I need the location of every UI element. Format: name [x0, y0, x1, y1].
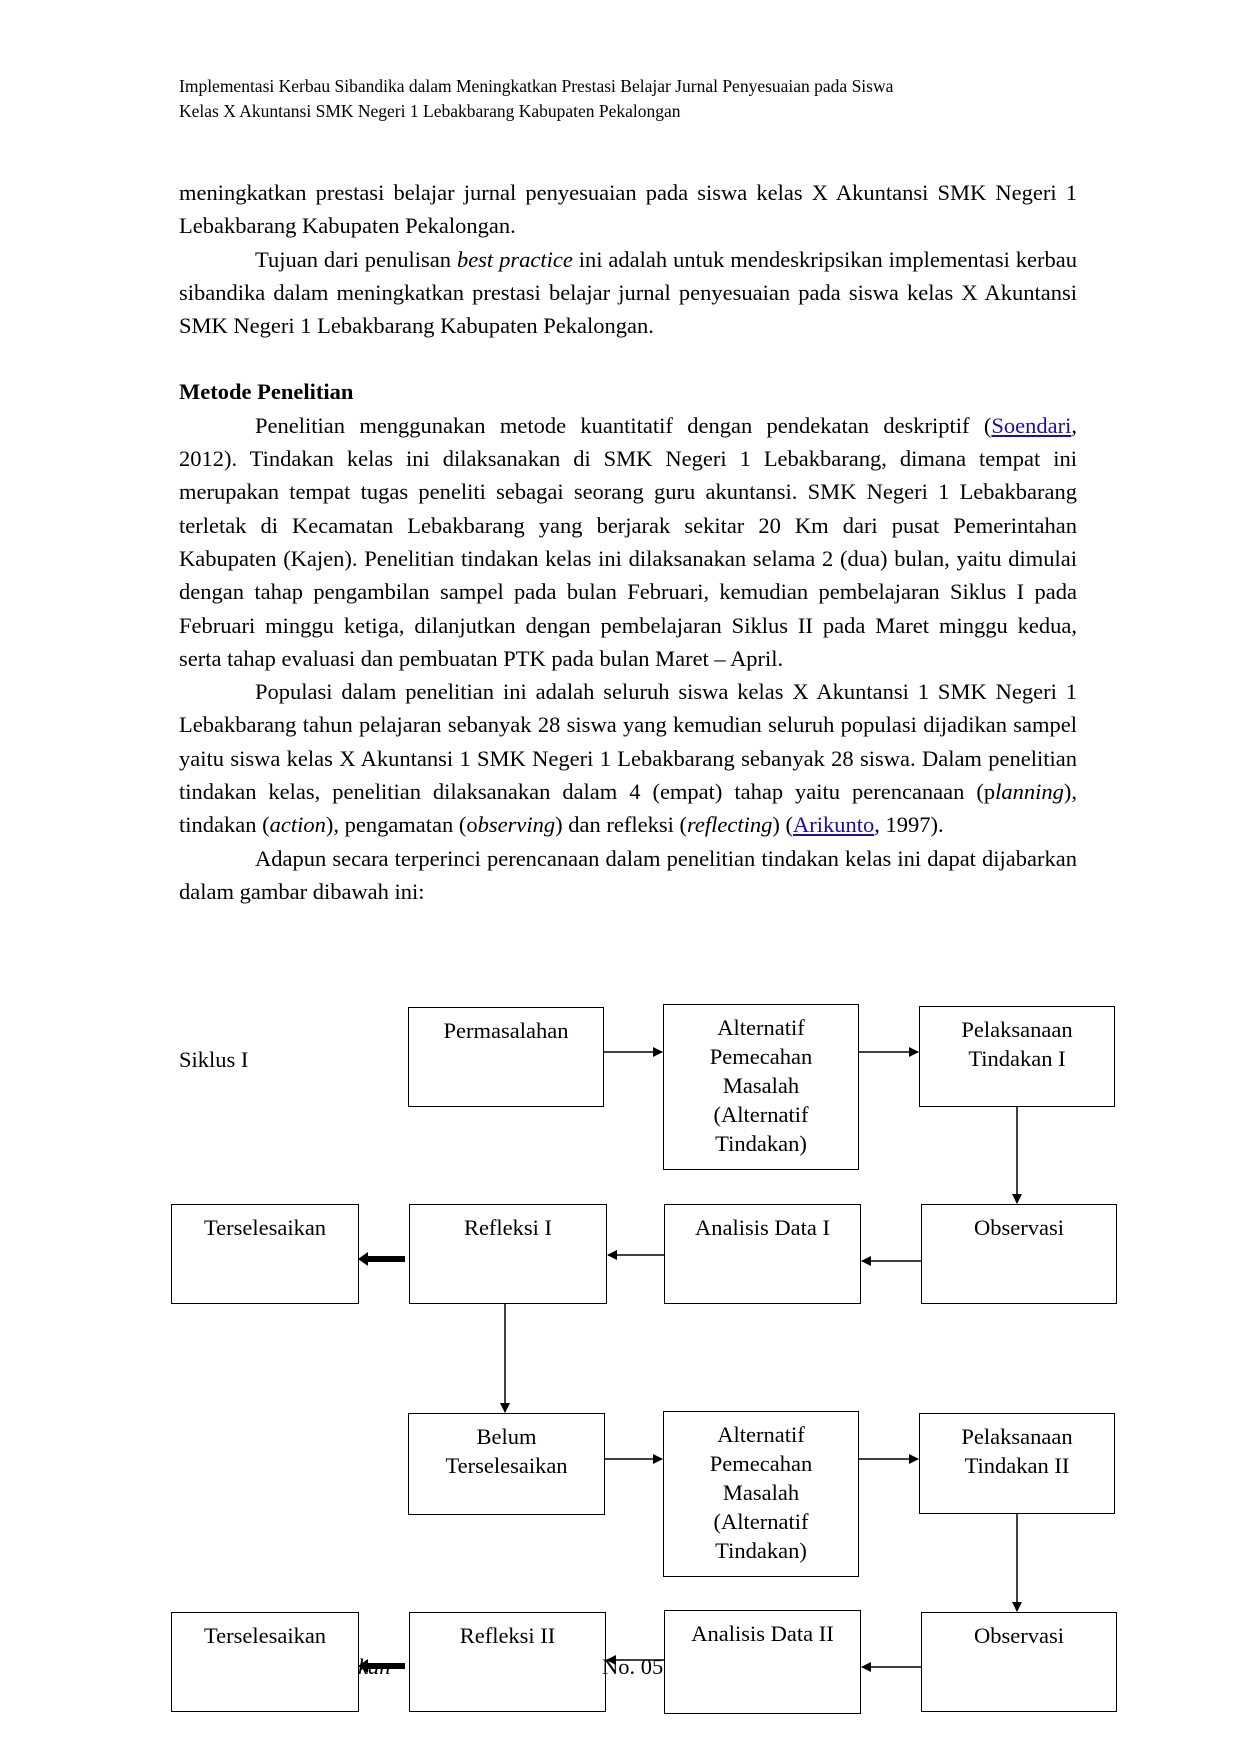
section-title: Metode Penelitian — [179, 379, 354, 405]
box-refleksi-2: Refleksi II — [409, 1612, 606, 1712]
box-pelaksanaan-2: Pelaksanaan Tindakan II — [919, 1413, 1115, 1514]
box-terselesaikan-2: Terselesaikan — [171, 1612, 359, 1712]
p3-text-a: Penelitian menggunakan metode kuantitati… — [255, 412, 992, 438]
footer-fragment-left: kan — [358, 1654, 391, 1679]
box-refleksi-1: Refleksi I — [409, 1204, 607, 1304]
box-belum-terselesaikan: Belum Terselesaikan — [408, 1413, 605, 1515]
p4-em-observing: bserving — [477, 812, 556, 838]
box-analisis-1: Analisis Data I — [664, 1204, 861, 1304]
paragraph-3: Penelitian menggunakan metode kuantitati… — [179, 409, 1077, 675]
footer-fragment-right: No. 05 — [602, 1654, 664, 1679]
header-line-1: Implementasi Kerbau Sibandika dalam Meni… — [179, 76, 894, 96]
paragraph-1: meningkatkan prestasi belajar jurnal pen… — [179, 180, 1077, 239]
box-alternatif-2: Alternatif Pemecahan Masalah (Alternatif… — [663, 1411, 859, 1577]
p4-text-a: Populasi dalam penelitian ini adalah sel… — [179, 679, 1077, 805]
paragraph-4: Populasi dalam penelitian ini adalah sel… — [179, 675, 1077, 841]
p4-em-planning: lanning — [995, 779, 1064, 805]
p4-text-f: , 1997). — [874, 812, 944, 838]
paragraph-2: Tujuan dari penulisan best practice ini … — [179, 243, 1077, 343]
paragraph-5: Adapun secara terperinci perencanaan dal… — [179, 845, 1077, 904]
p2-emphasis: best practice — [456, 246, 573, 272]
p4-em-reflecting: reflecting — [686, 812, 773, 838]
citation-link-soendari[interactable]: Soendari — [991, 412, 1072, 438]
body-text: meningkatkan prestasi belajar jurnal pen… — [179, 176, 1077, 908]
p2-text-a: Tujuan dari penulisan — [255, 246, 457, 272]
box-observasi-1: Observasi — [921, 1204, 1117, 1304]
citation-link-arikunto[interactable]: Arikunto — [793, 812, 875, 838]
p3-text-b: , 2012). Tindakan kelas ini dilaksanakan… — [179, 412, 1077, 671]
box-permasalahan: Permasalahan — [408, 1007, 604, 1107]
p4-em-action: action — [269, 812, 326, 838]
box-analisis-2: Analisis Data II — [664, 1610, 861, 1714]
running-header: Implementasi Kerbau Sibandika dalam Meni… — [179, 74, 1079, 124]
box-observasi-2: Observasi — [921, 1612, 1117, 1712]
box-alternatif-1: Alternatif Pemecahan Masalah (Alternatif… — [663, 1004, 859, 1170]
siklus-label: Siklus I — [179, 1047, 249, 1072]
box-pelaksanaan-1: Pelaksanaan Tindakan I — [919, 1006, 1115, 1107]
p4-text-b: ), tindakan ( — [179, 779, 1077, 838]
thick-arrowhead-1 — [358, 1252, 368, 1266]
p4-text-c: ), pengamatan (o — [325, 812, 478, 838]
header-line-2: Kelas X Akuntansi SMK Negeri 1 Lebakbara… — [179, 101, 681, 121]
p2-text-b: ini adalah untuk mendeskripsikan impleme… — [179, 246, 1077, 339]
box-terselesaikan-1: Terselesaikan — [171, 1204, 359, 1304]
p4-text-e: ) ( — [772, 812, 793, 838]
p4-text-d: ) dan refleksi ( — [555, 812, 687, 838]
